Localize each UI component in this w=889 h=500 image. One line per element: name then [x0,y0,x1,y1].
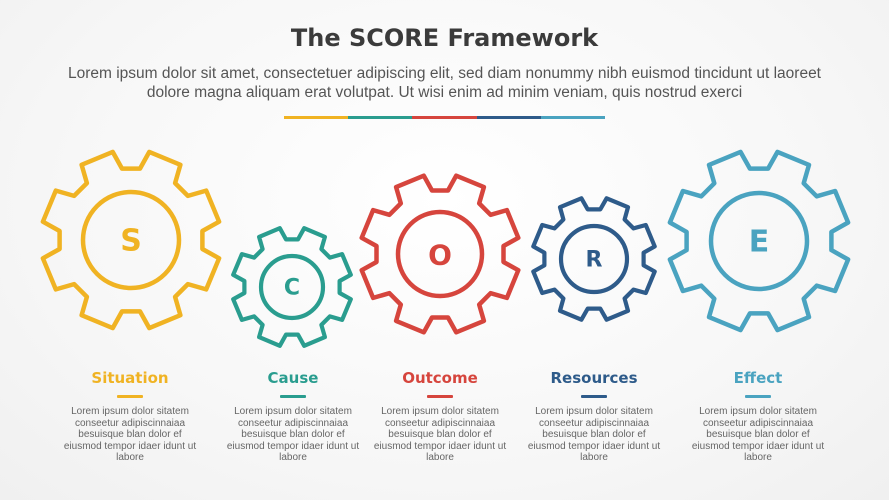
color-divider-segment [348,116,413,119]
step-description: Lorem ipsum dolor sitatem conseetur adip… [527,406,661,464]
color-divider-segment [540,116,606,119]
step-effect: Effect Lorem ipsum dolor sitatem conseet… [688,369,828,464]
gear-resources: R [531,196,657,322]
gear-letter: R [586,248,603,273]
gear-icon [40,149,222,331]
step-resources: Resources Lorem ipsum dolor sitatem cons… [524,369,664,464]
step-description: Lorem ipsum dolor sitatem conseetur adip… [226,406,360,464]
step-underline [745,395,771,398]
page-subtitle: Lorem ipsum dolor sit amet, consectetuer… [68,65,821,101]
gear-letter: S [120,224,142,259]
gear-icon [231,226,353,348]
gear-letter: O [428,239,452,272]
step-situation: Situation Lorem ipsum dolor sitatem cons… [60,369,200,464]
step-title: Resources [550,369,638,387]
gear-icon [531,196,657,322]
gear-icon [667,149,851,333]
gear-inner-ring [558,223,630,295]
gear-effect: E [667,149,851,333]
gear-cause: C [231,226,353,348]
step-title: Situation [91,369,169,387]
color-divider [284,116,606,119]
gear-situation: S [40,149,222,331]
step-title: Cause [267,369,319,387]
gear-letter: E [749,225,770,260]
page-title: The SCORE Framework [290,24,599,52]
step-underline [581,395,607,398]
step-title: Effect [733,369,783,387]
gear-inner-ring [708,190,810,292]
step-outcome: Outcome Lorem ipsum dolor sitatem consee… [370,369,510,464]
gear-inner-ring [80,189,182,291]
color-divider-segment [284,116,349,119]
gear-outcome: O [359,173,521,335]
gear-icon [359,173,521,335]
step-description: Lorem ipsum dolor sitatem conseetur adip… [373,406,507,464]
step-underline [280,395,306,398]
step-underline [117,395,143,398]
step-description: Lorem ipsum dolor sitatem conseetur adip… [63,406,197,464]
gear-inner-ring [258,253,326,321]
step-cause: Cause Lorem ipsum dolor sitatem conseetu… [223,369,363,464]
step-underline [427,395,453,398]
color-divider-segment [476,116,541,119]
gear-inner-ring [395,209,485,299]
color-divider-segment [412,116,477,119]
step-title: Outcome [402,369,478,387]
step-description: Lorem ipsum dolor sitatem conseetur adip… [691,406,825,464]
gear-letter: C [284,276,300,301]
